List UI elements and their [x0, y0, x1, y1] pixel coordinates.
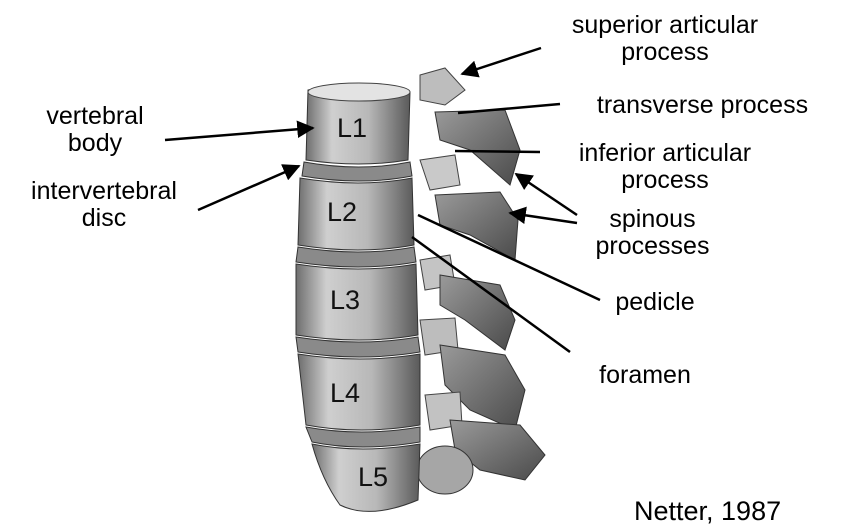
- vertebra-label-l4: L4: [330, 378, 360, 409]
- posterior-processes: [417, 68, 545, 494]
- label-transverse-process: transverse process: [565, 92, 840, 119]
- label-pedicle: pedicle: [600, 289, 710, 316]
- label-vertebral-body: vertebral body: [20, 103, 170, 157]
- label-spinous-processes: spinous processes: [575, 206, 730, 260]
- vertebra-label-l1: L1: [337, 113, 367, 144]
- label-inferior-articular-process: inferior articular process: [535, 140, 795, 194]
- arrow-intervertebral-disc: [198, 166, 299, 210]
- arrow-inferior-articular: [455, 151, 540, 152]
- intervertebral-disc-1: [302, 162, 412, 181]
- vertebra-label-l3: L3: [330, 285, 360, 316]
- arrow-spinous-2: [510, 213, 577, 223]
- label-foramen: foramen: [575, 362, 715, 389]
- vertebra-label-l5: L5: [358, 462, 388, 493]
- vertebra-label-l2: L2: [327, 197, 357, 228]
- label-intervertebral-disc: intervertebral disc: [4, 178, 204, 232]
- arrow-superior-articular: [462, 48, 541, 74]
- source-credit: Netter, 1987: [634, 496, 781, 527]
- arrow-transverse: [458, 104, 560, 113]
- label-superior-articular-process: superior articular process: [535, 12, 795, 66]
- arrow-vertebral-body: [165, 128, 313, 140]
